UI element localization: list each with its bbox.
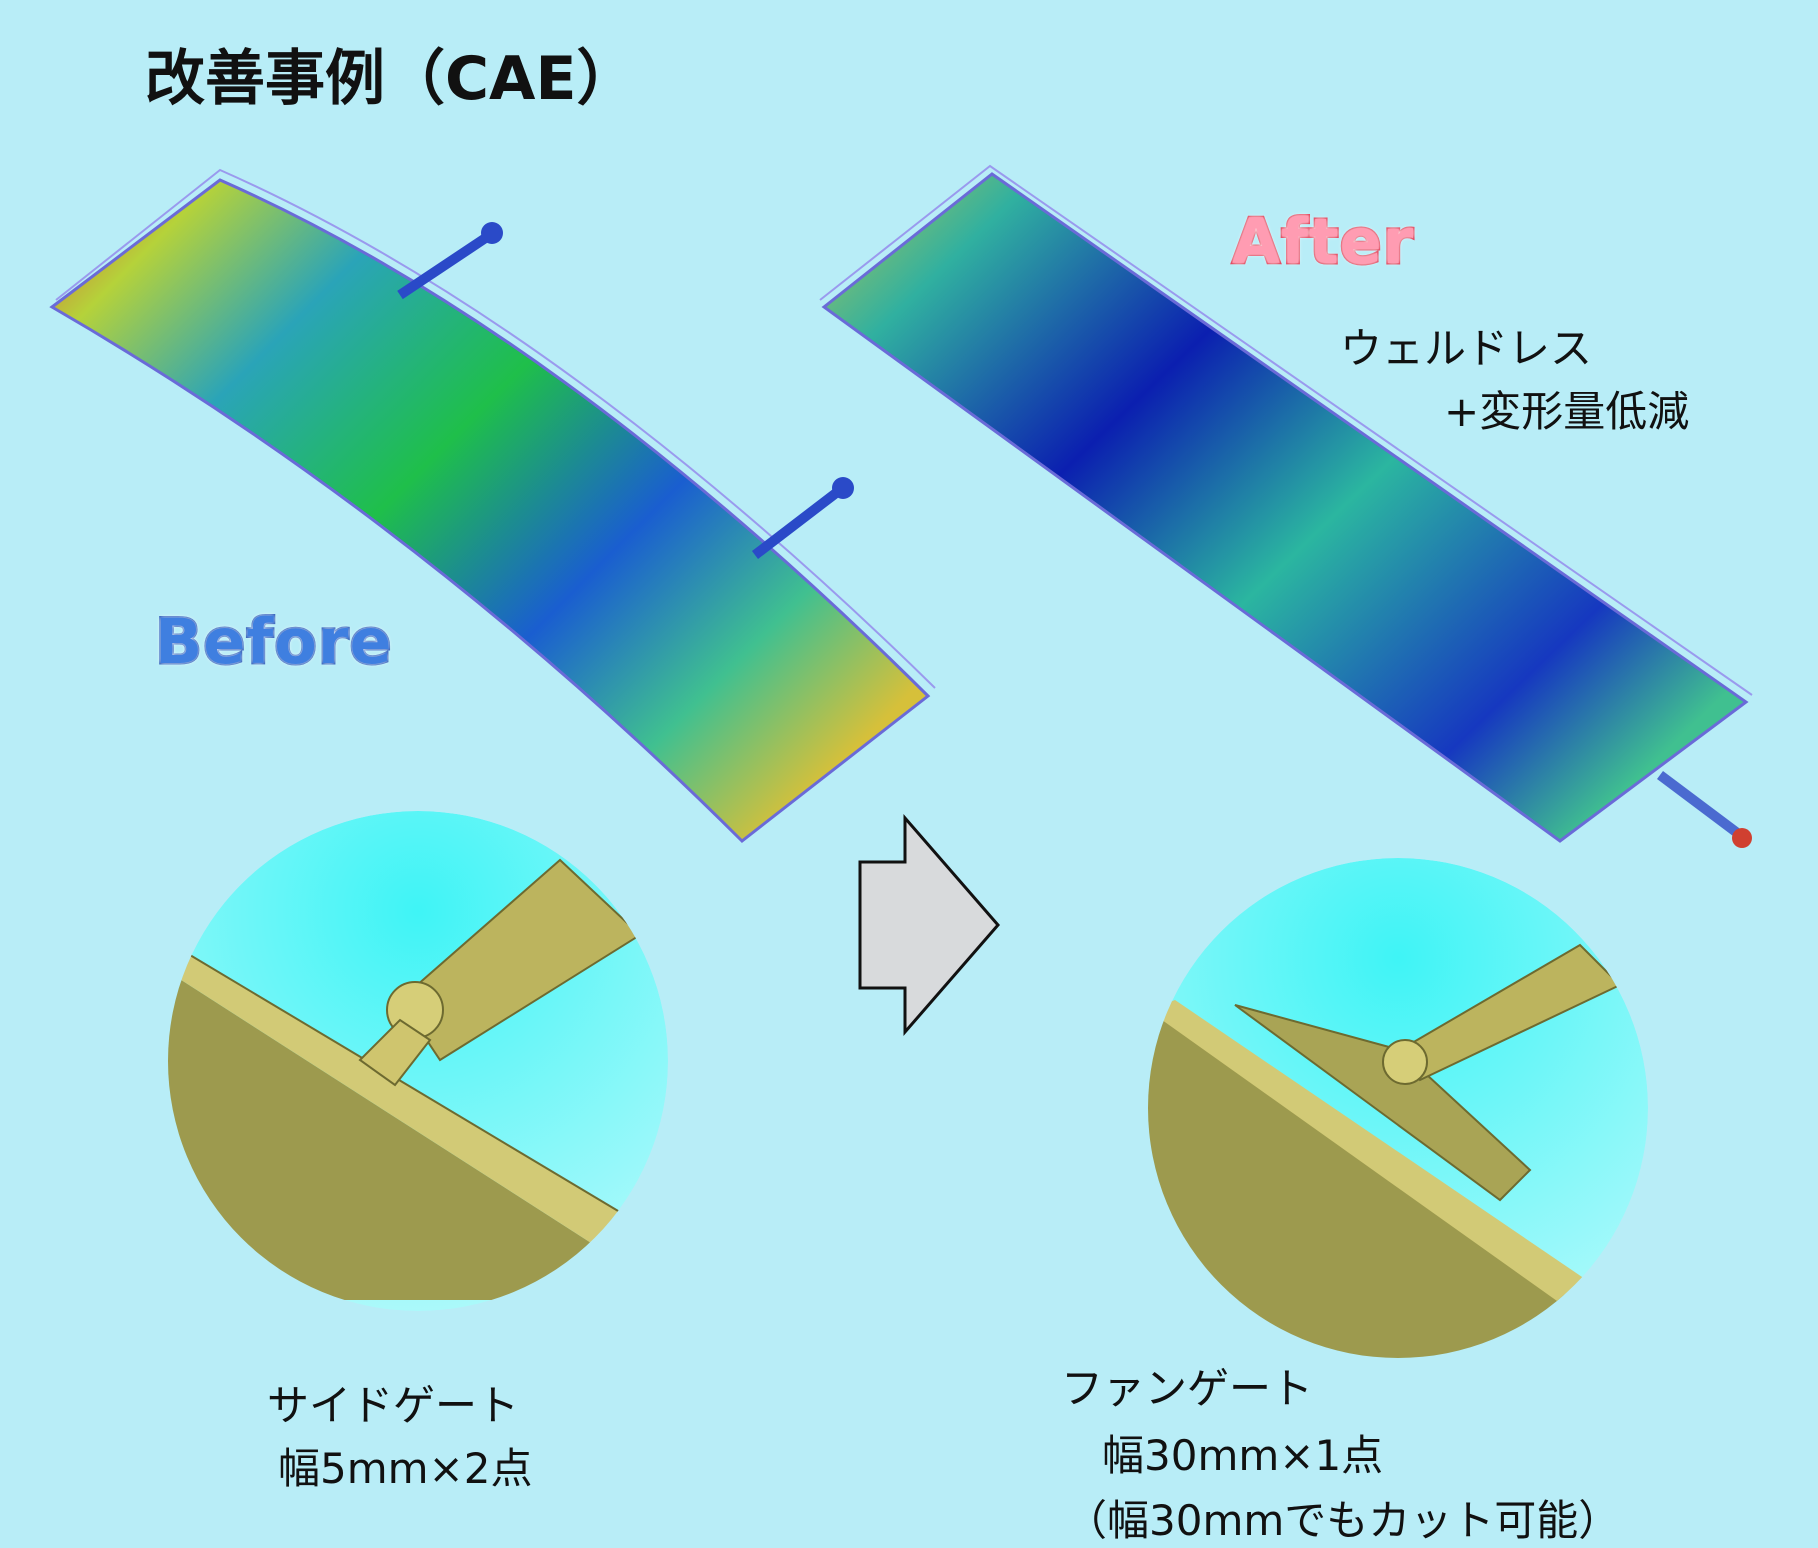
- before-gate-spec: 幅5mm×2点: [278, 1444, 533, 1493]
- arrow-right-icon: [858, 813, 1000, 1037]
- before-cae-plate: [49, 168, 936, 843]
- after-benefit-line2: +変形量低減: [1444, 387, 1690, 436]
- after-gate-note: （幅30mmでもカット可能）: [1065, 1496, 1621, 1545]
- fan-gate-closeup: [1148, 858, 1648, 1358]
- runner-fan: [1657, 771, 1743, 839]
- runner-1: [397, 230, 493, 300]
- after-cae-plate: [819, 164, 1753, 848]
- side-gate-closeup: [168, 811, 668, 1311]
- after-benefit-line1: ウェルドレス: [1340, 324, 1593, 373]
- after-label: After: [1230, 204, 1415, 280]
- page-title: 改善事例（CAE）: [145, 44, 637, 114]
- after-gate-spec: 幅30mm×1点: [1102, 1431, 1384, 1480]
- after-gate-name: ファンゲート: [1061, 1364, 1314, 1413]
- before-label: Before: [154, 604, 394, 680]
- runner-2: [751, 486, 844, 559]
- before-gate-name: サイドゲート: [267, 1381, 520, 1430]
